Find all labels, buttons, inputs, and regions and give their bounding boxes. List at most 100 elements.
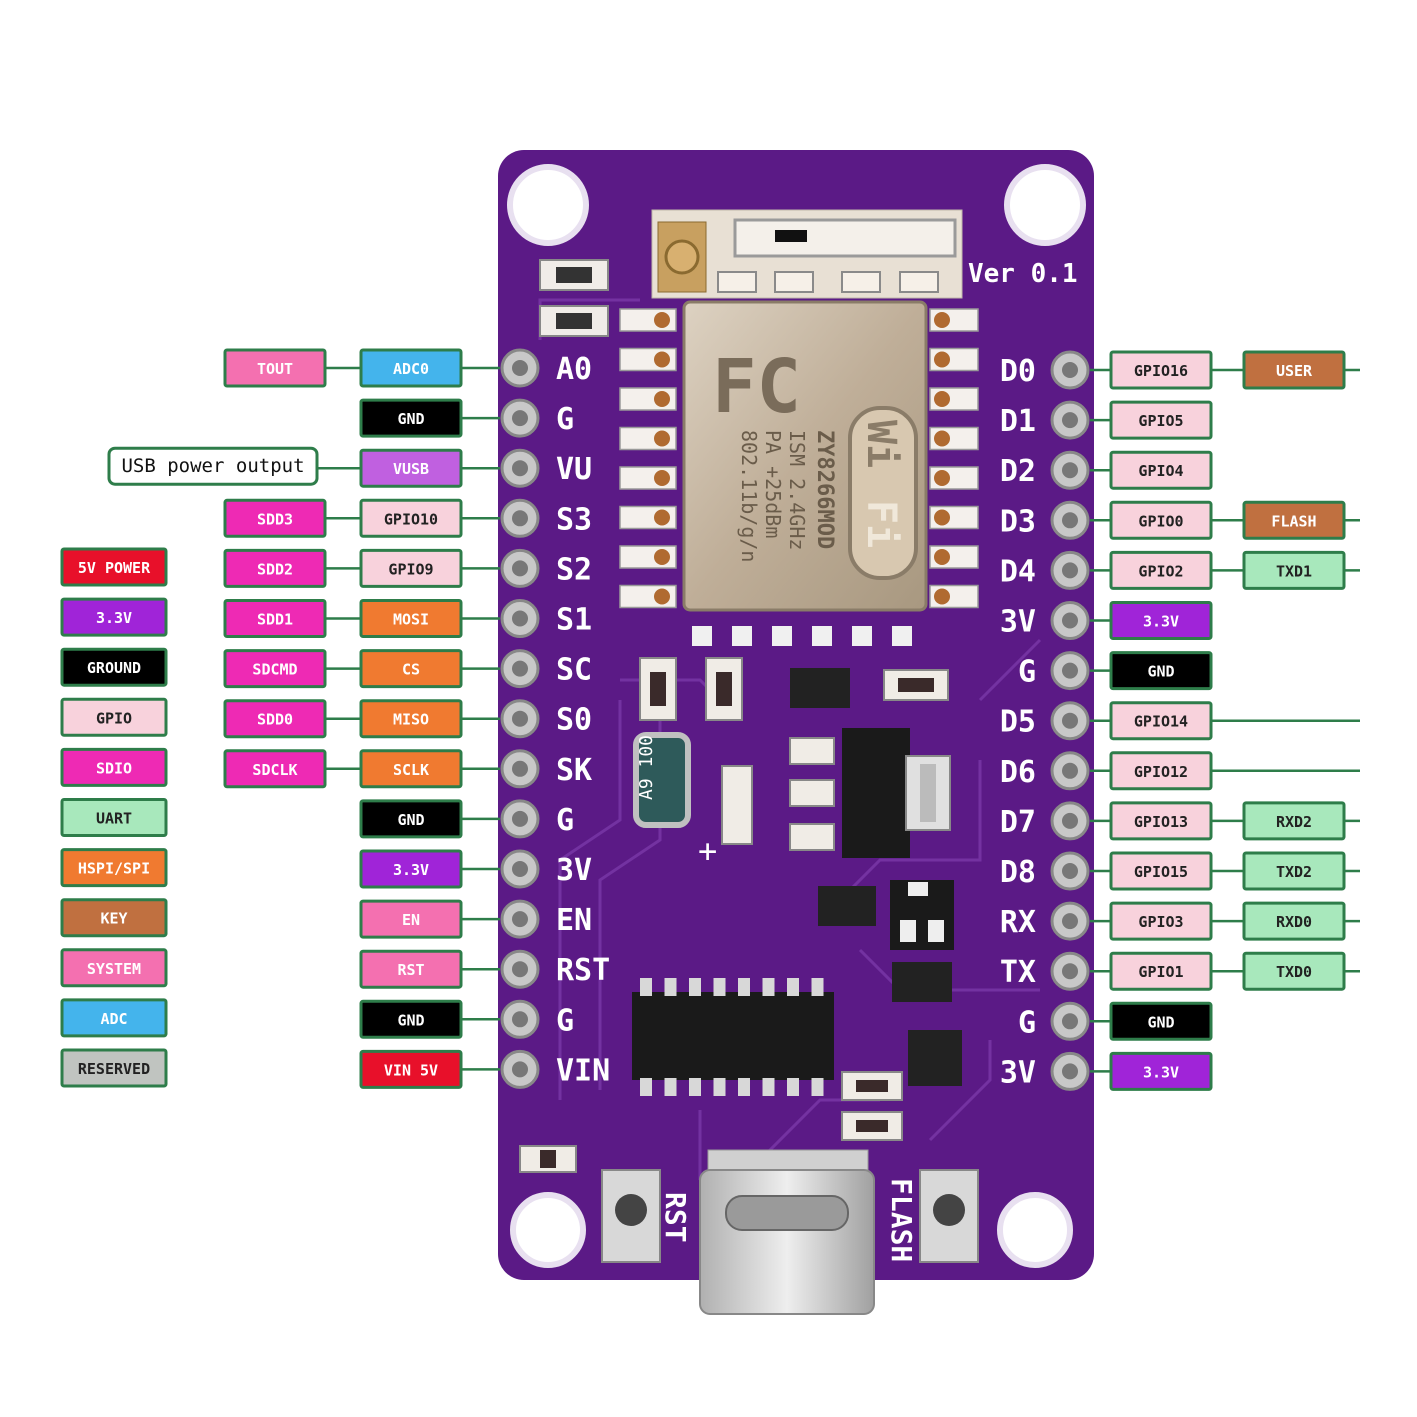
right-pin-silk-label: D1 [1000, 404, 1036, 439]
left-tag-outer: SDCMD [223, 649, 327, 689]
left-tag-inner-text: GND [397, 1011, 424, 1029]
module-band: ISM 2.4GHz [785, 430, 809, 550]
legend-system: SYSTEM [60, 948, 168, 988]
version-label: Ver 0.1 [968, 259, 1078, 289]
usb-c-connector [699, 1149, 875, 1315]
left-tag-outer: SDD0 [223, 699, 327, 739]
left-tag-outer-text: SDD1 [257, 611, 293, 629]
right-tag-inner: 3.3V [1109, 601, 1213, 640]
right-tag-outer-text: TXD1 [1276, 562, 1312, 580]
right-tag-inner: GPIO4 [1109, 450, 1213, 490]
right-tag-outer: RXD2 [1242, 801, 1346, 841]
sot-chips [790, 668, 962, 1086]
right-tag-outer: TXD2 [1242, 851, 1346, 891]
left-tag-inner: ADC0 [359, 348, 463, 388]
usb-power-output-note-text: USB power output [121, 455, 304, 477]
right-pin-silk-label: D5 [1000, 705, 1036, 740]
right-pin-silk-label: G [1018, 1005, 1036, 1040]
right-tag-outer-text: FLASH [1271, 512, 1316, 530]
left-pin-silk-label: S3 [556, 502, 592, 537]
left-tag-inner-text: EN [402, 911, 420, 929]
legend-gpio-text: GPIO [96, 709, 132, 727]
left-tag-inner-text: MOSI [393, 611, 429, 629]
right-tag-inner: GPIO1 [1109, 951, 1213, 991]
right-pin-silk-label: G [1018, 655, 1036, 690]
legend-ground-text: GROUND [87, 659, 141, 677]
right-tag-inner-text: GPIO5 [1138, 412, 1183, 430]
legend-uart-text: UART [96, 810, 132, 828]
right-tag-inner-text: GND [1147, 1013, 1174, 1031]
left-tag-inner: VUSB [359, 448, 463, 488]
legend-5v-power-text: 5V POWER [78, 559, 151, 577]
right-pin-5-d4: D4 GPIO2 TXD1 [1000, 550, 1346, 590]
esp-module: FC ZY8266MOD ISM 2.4GHz PA +25dBm 802.11… [682, 300, 928, 612]
module-protocol: 802.11b/g/n [737, 430, 761, 562]
usb-power-output-note: USB power output [107, 446, 319, 486]
right-tag-inner: GPIO16 [1109, 350, 1213, 390]
left-tag-inner-text: 3.3V [393, 861, 429, 879]
legend-3-3v: 3.3V [60, 597, 168, 637]
left-pin-silk-label: 3V [556, 853, 592, 888]
left-pin-silk-label: G [556, 402, 574, 437]
header-pins [500, 348, 1090, 1091]
legend-sdio-text: SDIO [96, 759, 132, 777]
left-pin-silk-label: EN [556, 903, 592, 938]
legend-hspi-spi: HSPI/SPI [60, 848, 168, 888]
voltage-regulator [842, 728, 951, 858]
right-tag-inner-text: 3.3V [1143, 1063, 1179, 1081]
legend-sdio: SDIO [60, 747, 168, 787]
color-legend: 5V POWER3.3VGROUNDGPIOSDIOUARTHSPI/SPIKE… [60, 547, 168, 1088]
left-pin-silk-label: G [556, 803, 574, 838]
left-tag-inner-text: SCLK [393, 761, 429, 779]
rst-button[interactable] [601, 1169, 661, 1263]
right-tag-inner-text: GPIO2 [1138, 562, 1183, 580]
left-tag-inner: RST [359, 949, 463, 989]
right-pin-silk-label: D4 [1000, 554, 1036, 589]
right-pin-silk-label: D6 [1000, 755, 1036, 790]
left-tag-inner: VIN 5V [359, 1049, 463, 1089]
left-tag-outer: SDD3 [223, 498, 327, 538]
left-tag-inner-text: GPIO10 [384, 510, 438, 528]
left-tag-inner-text: CS [402, 661, 420, 679]
right-pin-silk-label: D2 [1000, 454, 1036, 489]
left-pin-silk-label: SK [556, 753, 592, 788]
right-tag-outer-text: TXD0 [1276, 963, 1312, 981]
left-pin-silk-label: G [556, 1003, 574, 1038]
left-tag-inner-text: GPIO9 [388, 560, 433, 578]
flash-button[interactable] [919, 1169, 979, 1263]
rst-button-label: RST [659, 1192, 692, 1243]
module-model: ZY8266MOD [812, 430, 837, 549]
left-tag-inner-text: MISO [393, 711, 429, 729]
right-tag-inner: GPIO15 [1109, 851, 1213, 891]
right-tag-inner: GPIO2 [1109, 550, 1213, 590]
right-tag-inner: GPIO0 [1109, 500, 1213, 540]
right-pin-silk-label: D3 [1000, 504, 1036, 539]
left-pin-silk-label: VU [556, 452, 592, 487]
right-pin-silk-label: RX [1000, 905, 1036, 940]
legend-adc-text: ADC [100, 1010, 127, 1028]
right-tag-inner: 3.3V [1109, 1051, 1213, 1091]
left-tag-outer-text: TOUT [257, 360, 293, 378]
left-pin-14-g: G GND [359, 999, 574, 1039]
right-pin-silk-label: D7 [1000, 805, 1036, 840]
left-pin-silk-label: S2 [556, 552, 592, 587]
legend-gpio: GPIO [60, 697, 168, 737]
right-tag-inner-text: GPIO15 [1134, 863, 1188, 881]
legend-uart: UART [60, 798, 168, 837]
left-pin-silk-label: SC [556, 653, 592, 688]
left-pin-7-sc: SC CS SDCMD [223, 649, 592, 689]
